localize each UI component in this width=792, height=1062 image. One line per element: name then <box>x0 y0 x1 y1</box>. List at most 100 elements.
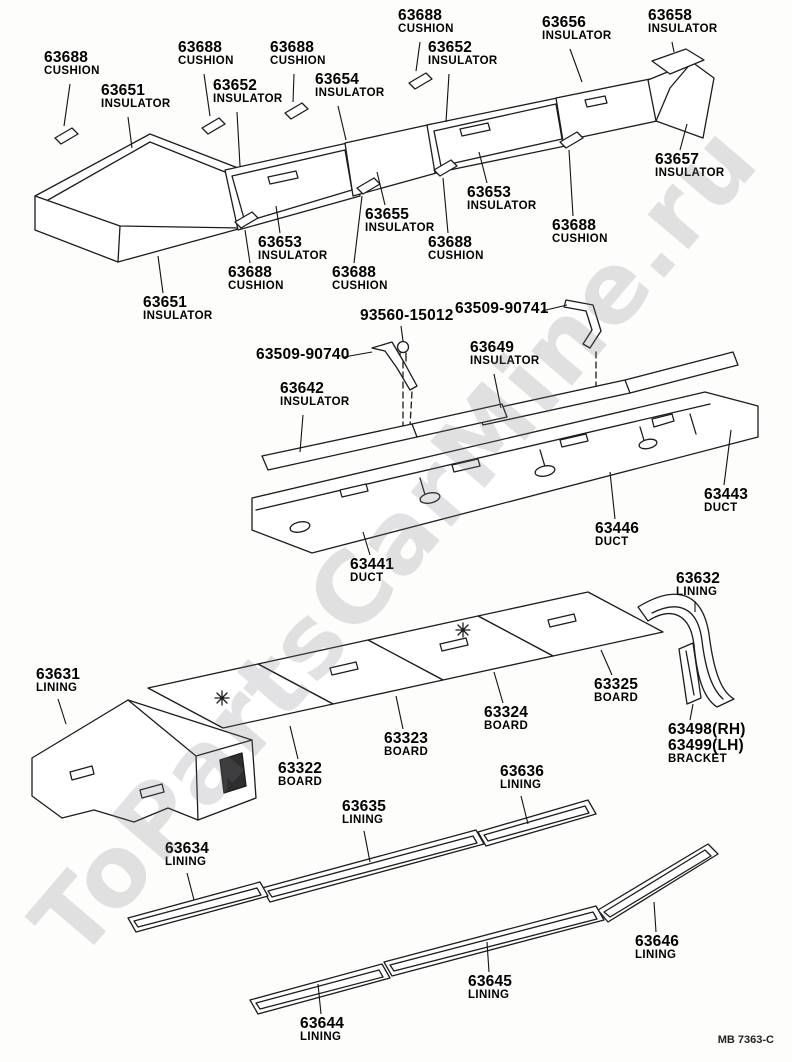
leader-line <box>520 795 529 825</box>
leader-line <box>723 429 732 486</box>
part-number: 63688 <box>228 264 273 281</box>
leader-line <box>363 830 371 863</box>
leader-line <box>236 111 241 167</box>
diagram-code: MB 7363-C <box>717 1034 774 1046</box>
part-number: 63634 <box>165 840 210 857</box>
part-descriptor: BRACKET <box>668 753 728 766</box>
leader-line <box>157 255 164 294</box>
part-descriptor: BOARD <box>594 692 639 705</box>
leader-line <box>671 41 675 53</box>
leader-line <box>400 325 404 342</box>
part-descriptor: INSULATOR <box>315 87 385 100</box>
leader-line <box>343 351 373 358</box>
part-label-63498(RH): 63498(RH)63499(LH)BRACKET <box>668 721 746 766</box>
part-descriptor: INSULATOR <box>258 250 328 263</box>
part-number: 63499(LH) <box>668 737 744 755</box>
part-descriptor: INSULATOR <box>428 55 498 68</box>
part-number: 63658 <box>648 7 693 24</box>
part-number: 93560-15012 <box>360 307 454 324</box>
part-number: 63446 <box>595 520 640 537</box>
leader-line <box>568 149 574 217</box>
part-descriptor: CUSHION <box>44 65 100 78</box>
part-descriptor: INSULATOR <box>542 30 612 43</box>
part-number: 63688 <box>552 217 597 234</box>
part-number: 63656 <box>542 14 587 31</box>
leader-line <box>653 901 657 933</box>
part-descriptor: BOARD <box>278 776 323 789</box>
part-number: 63635 <box>342 798 387 815</box>
part-label-63509-90740: 63509-90740 <box>256 346 350 363</box>
leader-line <box>600 649 613 676</box>
part-number: 63651 <box>143 294 188 311</box>
part-number: 63631 <box>36 666 81 683</box>
part-descriptor: LINING <box>36 682 78 695</box>
part-number: 63688 <box>398 7 443 24</box>
part-number: 63632 <box>676 570 721 587</box>
part-number: 63644 <box>300 1015 345 1032</box>
part-descriptor: BOARD <box>484 720 529 733</box>
part-number: 63645 <box>468 973 513 990</box>
leader-line <box>57 698 67 725</box>
leader-line <box>289 725 299 760</box>
leader-line <box>337 105 347 141</box>
part-descriptor: BOARD <box>384 746 429 759</box>
part-number: 63509-90740 <box>256 346 350 363</box>
part-descriptor: CUSHION <box>178 55 234 68</box>
leader-line <box>493 671 504 704</box>
part-number: 63688 <box>178 39 223 56</box>
part-descriptor: CUSHION <box>332 280 388 293</box>
leader-line <box>478 151 488 184</box>
part-number: 63655 <box>365 206 410 223</box>
leader-line <box>362 531 371 556</box>
leader-line <box>292 73 295 103</box>
part-number: 63325 <box>594 676 639 693</box>
leader-line <box>541 304 568 312</box>
part-number: 63652 <box>428 39 473 56</box>
part-descriptor: LINING <box>468 989 510 1002</box>
part-label-63509-90741: 63509-90741 <box>455 300 549 317</box>
part-descriptor: LINING <box>300 1031 342 1044</box>
part-number: 63324 <box>484 704 529 721</box>
leader-line <box>376 171 386 206</box>
leader-line <box>486 941 490 973</box>
part-number: 63654 <box>315 71 360 88</box>
part-descriptor: INSULATOR <box>213 93 283 106</box>
leader-line <box>275 205 281 234</box>
leader-line <box>299 414 304 453</box>
headlining-boards <box>31 591 735 823</box>
part-descriptor: INSULATOR <box>467 200 537 213</box>
part-number: 63646 <box>635 933 680 950</box>
leader-line <box>442 177 449 234</box>
part-descriptor: INSULATOR <box>101 98 171 111</box>
part-number: 63652 <box>213 77 258 94</box>
part-descriptor: LINING <box>635 949 677 962</box>
part-descriptor: LINING <box>676 586 718 599</box>
leader-line <box>244 229 251 264</box>
leader-line <box>203 73 211 117</box>
part-number: 63642 <box>280 380 325 397</box>
part-descriptor: CUSHION <box>428 250 484 263</box>
part-number: 63688 <box>44 49 89 66</box>
